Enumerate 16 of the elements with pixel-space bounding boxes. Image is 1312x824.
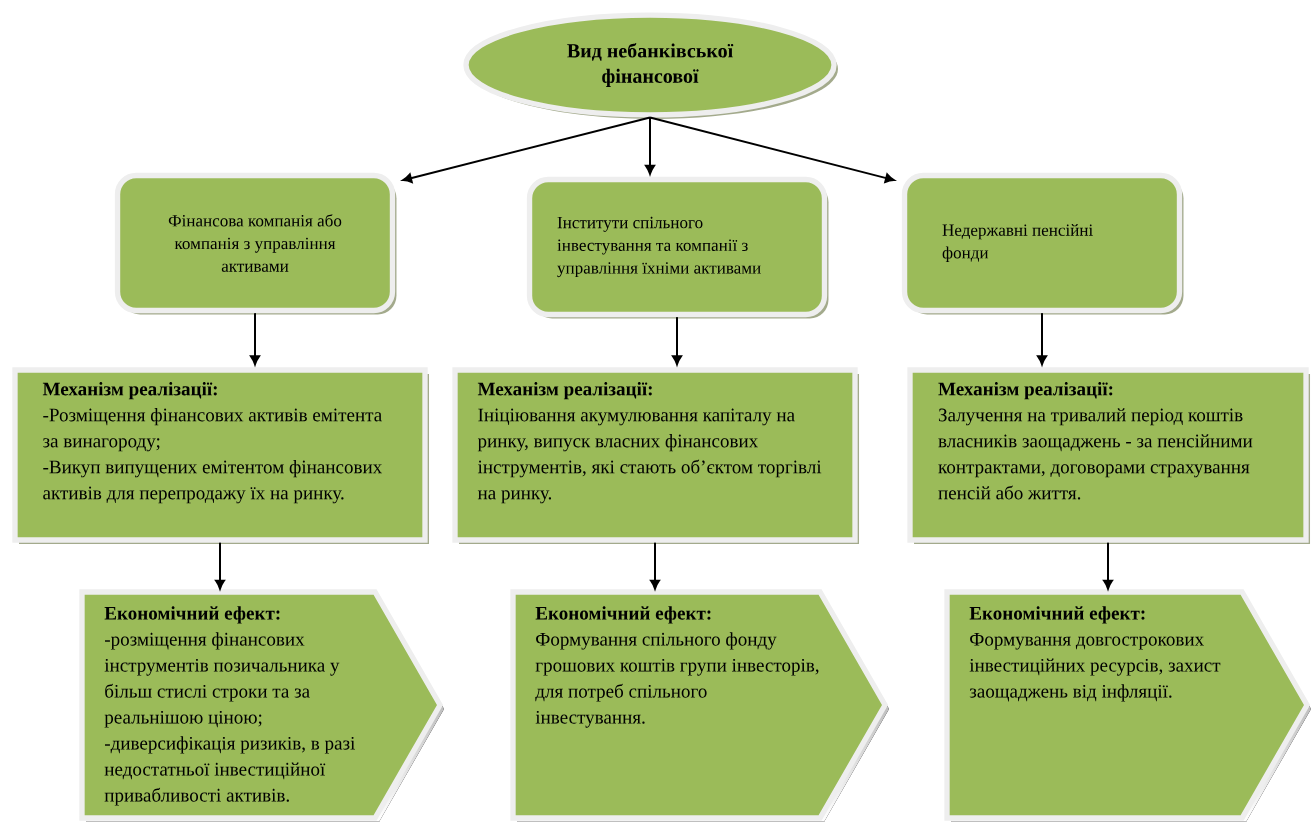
arrow <box>1103 541 1113 590</box>
arrow <box>1037 312 1047 366</box>
rounded-box: Фінансова компанія або компанія з управління активами <box>114 172 397 315</box>
arrow <box>649 116 895 183</box>
mechanism-box: Механізм реалізації: Ініціювання акумулювання капіталу на ринку, випуск власних фінансових інструментів, які стають об’єктом торгівлі на ринку. <box>452 367 859 544</box>
arrow <box>215 541 225 590</box>
rounded-box: Недержавні пенсійні фонди <box>901 172 1184 315</box>
arrow <box>672 316 682 366</box>
arrow <box>650 541 660 590</box>
mechanism-box: Механізм реалізації: -Розміщення фінансових активів емітента за винагороду; -Викуп випущених емітентом фінансових активів для перепродажу їх на ринку. <box>12 367 429 544</box>
mechanism-box: Механізм реалізації: Залучення на тривалий період коштів власників заощаджень - за пенсійними контрактами, договорами страхування пенсій або життя. <box>907 367 1310 544</box>
rounded-box: Інститути спільного інвестування та компанії з управління їхніми активами <box>526 176 829 319</box>
arrow <box>250 312 260 366</box>
oval-node: Вид небанківської фінансової <box>463 12 838 119</box>
arrow <box>645 116 655 175</box>
arrow <box>402 116 651 183</box>
